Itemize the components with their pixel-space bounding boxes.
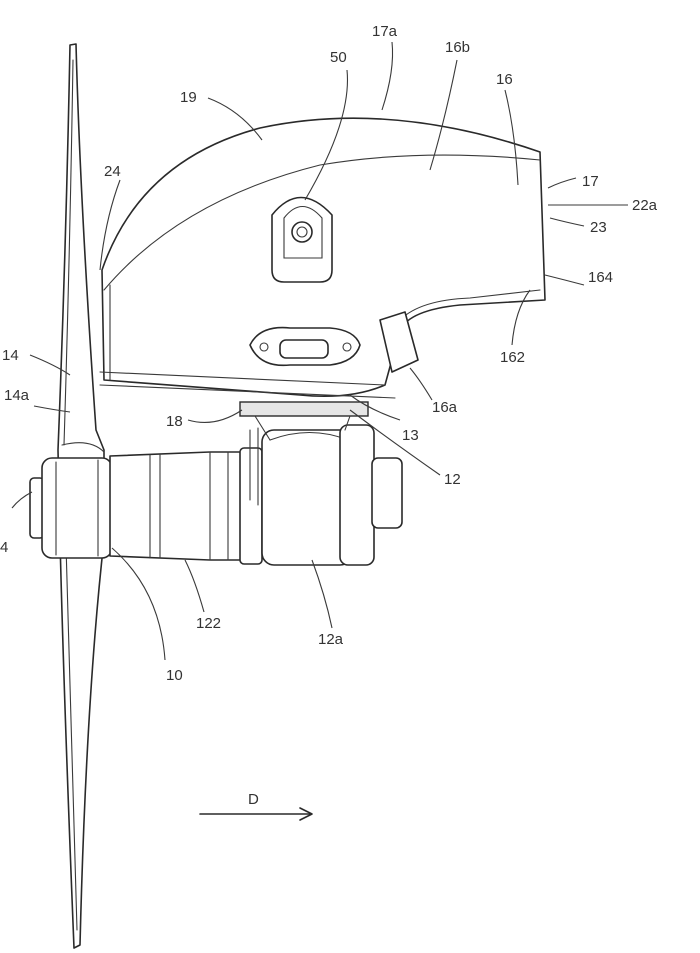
label-10: 10 bbox=[166, 667, 183, 684]
label-16: 16 bbox=[496, 71, 513, 88]
label-16a: 16a bbox=[432, 399, 458, 416]
label-17a: 17a bbox=[372, 23, 398, 40]
label-13: 13 bbox=[402, 427, 419, 444]
label-162: 162 bbox=[500, 349, 525, 366]
label-122: 122 bbox=[196, 615, 221, 632]
label-14a: 14a bbox=[4, 387, 30, 404]
label-16b: 16b bbox=[445, 39, 470, 56]
inspection-window bbox=[272, 198, 332, 283]
label-D: D bbox=[248, 791, 259, 808]
label-164: 164 bbox=[588, 269, 613, 286]
label-50: 50 bbox=[330, 49, 347, 66]
propeller-hub bbox=[30, 458, 112, 558]
direction-arrow bbox=[200, 808, 312, 820]
motor-body bbox=[110, 448, 262, 564]
label-4: 4 bbox=[0, 539, 8, 556]
label-12a: 12a bbox=[318, 631, 344, 648]
gearbox-mount bbox=[240, 402, 402, 565]
label-14: 14 bbox=[2, 347, 19, 364]
label-22a: 22a bbox=[632, 197, 658, 214]
label-24: 24 bbox=[104, 163, 121, 180]
label-18: 18 bbox=[166, 413, 183, 430]
vent-grille bbox=[250, 328, 360, 366]
label-12: 12 bbox=[444, 471, 461, 488]
label-19: 19 bbox=[180, 89, 197, 106]
label-23: 23 bbox=[590, 219, 607, 236]
label-17: 17 bbox=[582, 173, 599, 190]
